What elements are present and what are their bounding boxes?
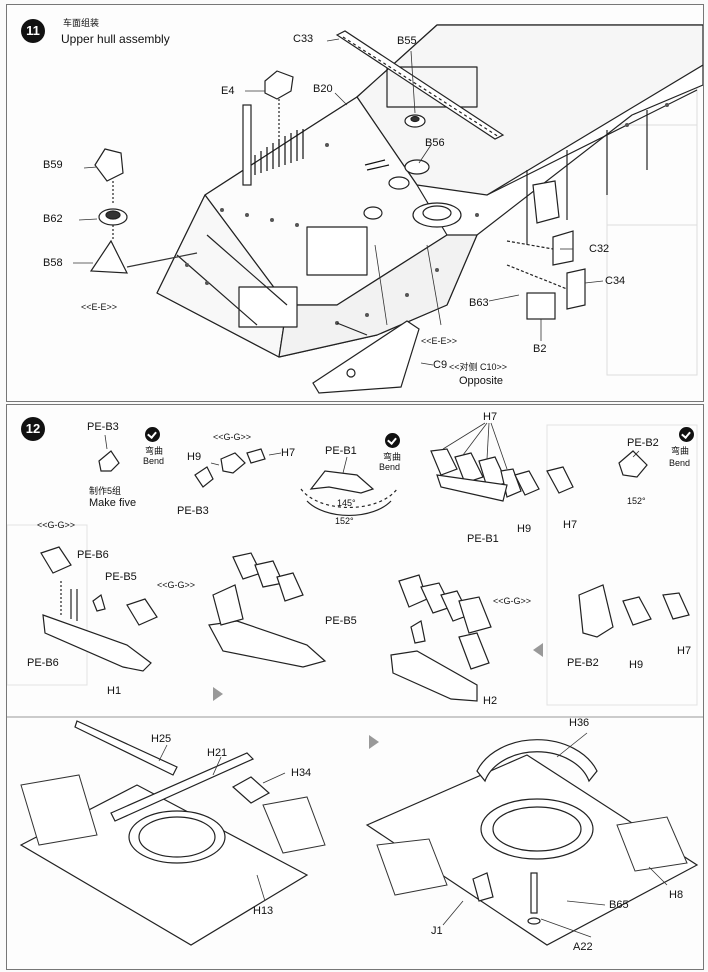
part-label-h2: H2 xyxy=(483,695,498,707)
part-label-j1: J1 xyxy=(431,925,443,937)
bend-icon xyxy=(385,433,400,448)
part-label-c32: C32 xyxy=(589,243,610,255)
part-label-b65: B65 xyxy=(609,899,629,911)
part-label-h7: H7 xyxy=(563,519,578,531)
part-label-h34: H34 xyxy=(291,767,312,779)
part-label-h8: H8 xyxy=(669,889,684,901)
part-label-b20: B20 xyxy=(313,83,333,95)
part-label-h9: H9 xyxy=(629,659,644,671)
step-11-panel: 11 车面组装 Upper hull assembly C33 B55 E4 B… xyxy=(6,4,704,402)
view-note-gg: <<G-G>> xyxy=(157,580,196,590)
view-note-gg: <<G-G>> xyxy=(213,432,252,442)
step-number: 11 xyxy=(21,19,45,43)
part-label-h7: H7 xyxy=(483,411,498,423)
part-label-peb3: PE-B3 xyxy=(177,505,209,517)
direction-arrow xyxy=(369,735,379,749)
bend-label-cn: 弯曲 xyxy=(383,452,402,462)
part-label-b59: B59 xyxy=(43,159,63,171)
part-label-b55: B55 xyxy=(397,35,417,47)
part-label-peb5: PE-B5 xyxy=(325,615,357,627)
part-label-h9: H9 xyxy=(187,451,202,463)
view-note-gg: <<G-G>> xyxy=(37,520,76,530)
part-label-peb5: PE-B5 xyxy=(105,571,137,583)
step-12-panel: 12 PE-B3 弯曲 Bend 制作5组 Make five <<G-G>> … xyxy=(6,404,704,970)
step-12-drawing xyxy=(7,422,703,946)
bend-icon xyxy=(145,427,160,442)
bend-icon xyxy=(679,427,694,442)
part-label-peb6: PE-B6 xyxy=(27,657,59,669)
part-label-b58: B58 xyxy=(43,257,63,269)
part-label-h13: H13 xyxy=(253,905,274,917)
part-label-c34: C34 xyxy=(605,275,626,287)
part-label-peb2: PE-B2 xyxy=(627,437,659,449)
bend-label: Bend xyxy=(379,462,401,472)
view-note-ee-right: <<E-E>> xyxy=(421,336,458,346)
direction-arrow xyxy=(533,643,543,657)
part-label-peb1: PE-B1 xyxy=(467,533,499,545)
direction-arrow xyxy=(213,687,223,701)
angle-label: 145° xyxy=(337,498,356,508)
part-label-b62: B62 xyxy=(43,213,63,225)
part-label-b2: B2 xyxy=(533,343,547,355)
upper-hull-drawing xyxy=(73,24,703,394)
angle-label: 152° xyxy=(335,516,354,526)
opposite-label: Opposite xyxy=(459,375,504,387)
step-title-cn: 车面组装 xyxy=(63,18,100,28)
step-number: 12 xyxy=(21,417,45,441)
part-label-c33: C33 xyxy=(293,33,314,45)
part-label-peb1: PE-B1 xyxy=(325,445,357,457)
part-label-c9: C9 xyxy=(433,359,448,371)
view-note-gg: <<G-G>> xyxy=(493,596,532,606)
make-five-note: Make five xyxy=(89,497,137,509)
part-label-peb6: PE-B6 xyxy=(77,549,109,561)
step-title: Upper hull assembly xyxy=(61,32,170,46)
part-label-b56: B56 xyxy=(425,137,445,149)
bend-label: Bend xyxy=(669,458,691,468)
part-label-h1: H1 xyxy=(107,685,122,697)
c9-opposite-note: <<对侧 C10>> xyxy=(449,362,508,372)
bend-label: Bend xyxy=(143,456,165,466)
part-label-peb2: PE-B2 xyxy=(567,657,599,669)
angle-label: 152° xyxy=(627,496,646,506)
part-label-h7: H7 xyxy=(677,645,692,657)
bend-label-cn: 弯曲 xyxy=(671,446,690,456)
part-label-h21: H21 xyxy=(207,747,228,759)
part-label-h25: H25 xyxy=(151,733,172,745)
part-label-a22: A22 xyxy=(573,941,593,953)
part-label-peb3-top: PE-B3 xyxy=(87,421,119,433)
part-label-h7: H7 xyxy=(281,447,296,459)
view-note-ee-left: <<E-E>> xyxy=(81,302,118,312)
part-label-e4: E4 xyxy=(221,85,235,97)
part-label-b63: B63 xyxy=(469,297,489,309)
part-label-h9: H9 xyxy=(517,523,532,535)
part-label-h36: H36 xyxy=(569,717,590,729)
bend-label-cn: 弯曲 xyxy=(145,446,164,456)
make-five-cn: 制作5组 xyxy=(89,486,122,496)
